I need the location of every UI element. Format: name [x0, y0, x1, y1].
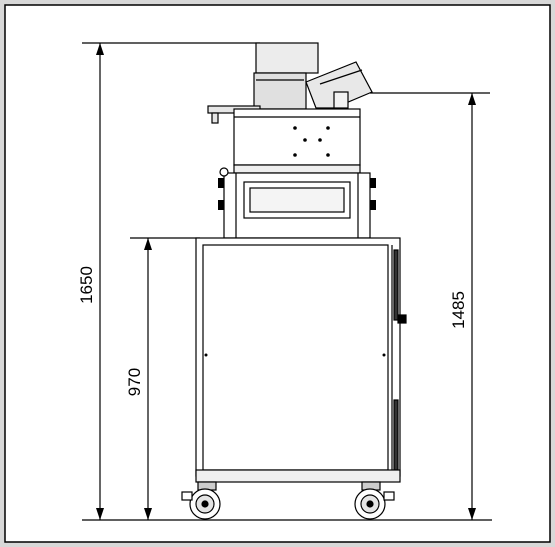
hopper-neck — [333, 91, 349, 109]
head-block — [233, 108, 361, 166]
arrow-cabinet-top — [144, 238, 152, 250]
dimension-lines — [82, 42, 492, 521]
door-handle — [397, 314, 407, 324]
dimension-arrows — [96, 43, 476, 520]
cabinet-base — [195, 469, 401, 483]
hinge-upper — [393, 249, 399, 321]
side-clamps — [218, 178, 376, 210]
tray-support — [211, 112, 219, 124]
cabinet-height-label: 970 — [125, 368, 144, 396]
frame-knob — [219, 167, 229, 177]
head-screws — [293, 126, 330, 157]
motor-top — [255, 42, 319, 74]
head-base-plate — [233, 164, 361, 174]
arrow-overall-top — [96, 43, 104, 55]
door-marks — [204, 353, 386, 357]
arrow-cabinet-bottom — [144, 508, 152, 520]
arrow-overall-bottom — [96, 508, 104, 520]
outlet-height-label: 1485 — [449, 291, 468, 329]
arrow-outlet-bottom — [468, 508, 476, 520]
hopper — [305, 61, 373, 109]
frame-window-inner — [249, 187, 345, 213]
machine — [181, 42, 407, 520]
caster-right — [354, 481, 395, 520]
motor-body — [253, 72, 307, 110]
hinge-lower — [393, 399, 399, 471]
cabinet-door — [202, 244, 389, 471]
arrow-outlet-top — [468, 93, 476, 105]
overall-height-label: 1650 — [77, 266, 96, 304]
caster-left — [181, 481, 221, 520]
hopper-edge — [319, 69, 363, 85]
